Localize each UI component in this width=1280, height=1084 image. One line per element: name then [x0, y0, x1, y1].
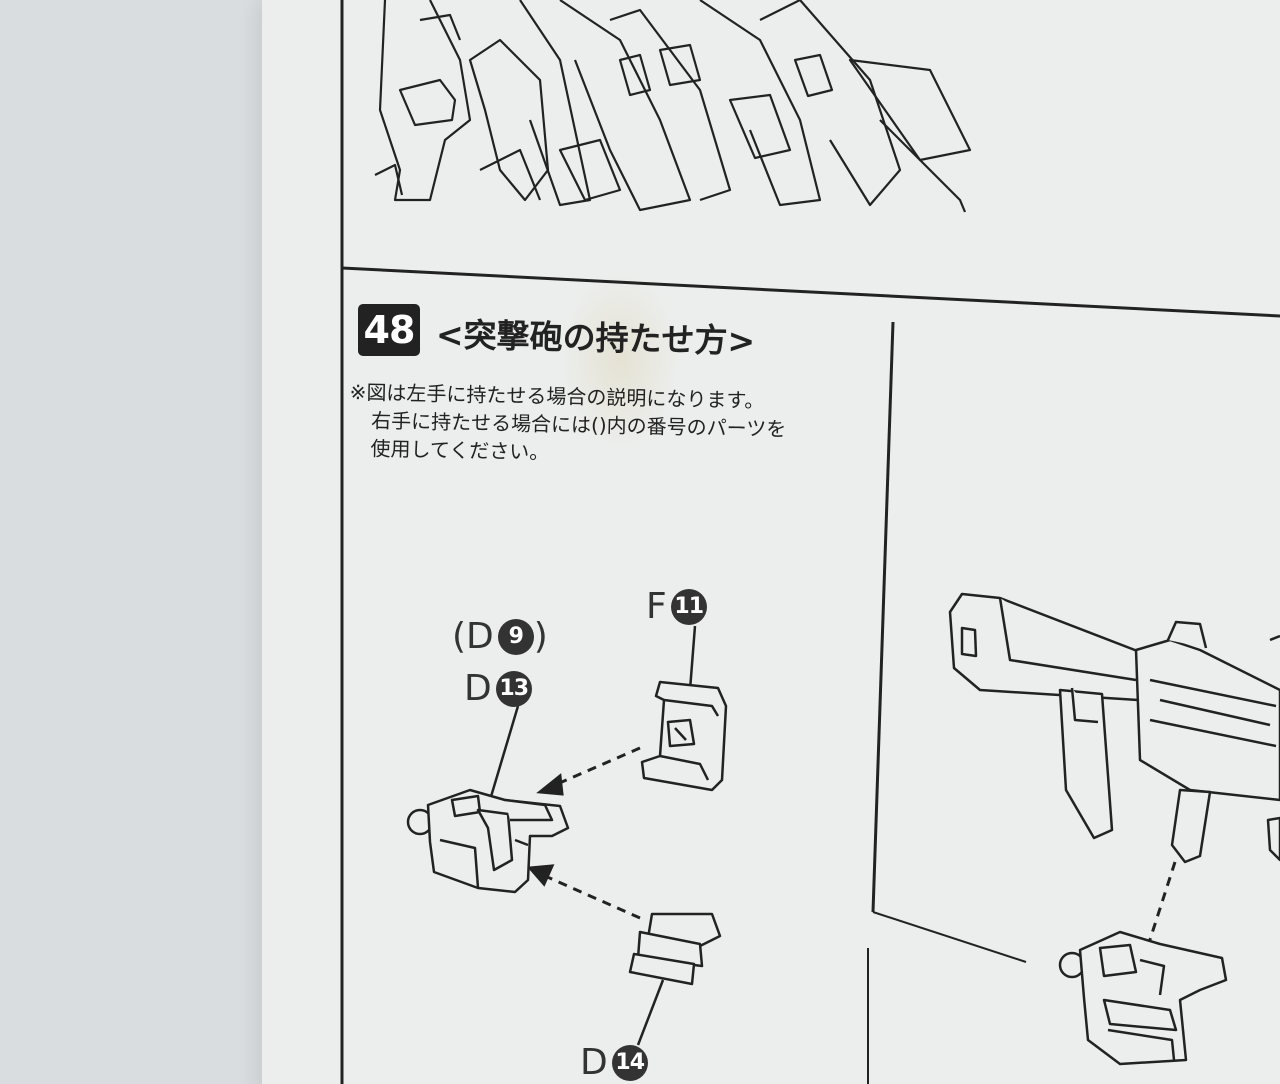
part-d14-fingers	[628, 912, 722, 986]
step-title: <突撃砲の持たせ方>	[435, 315, 756, 361]
callout-line-top	[872, 911, 1027, 963]
part-number-badge: 14	[611, 1044, 648, 1081]
part-label-f11: F 11	[646, 586, 707, 627]
leader-f11	[688, 625, 697, 691]
paren-close: )	[533, 616, 548, 657]
part-label-d14: D 14	[580, 1042, 648, 1083]
part-number-badge: 13	[495, 670, 532, 707]
assault-cannon-drawing	[948, 592, 1280, 864]
part-f11-drawing	[640, 680, 728, 792]
part-label-d13: D 13	[464, 668, 532, 709]
mecha-illustration	[374, 0, 972, 213]
arrow-d14-head	[526, 864, 555, 887]
arrow-f11	[554, 746, 641, 787]
part-letter: F	[646, 586, 667, 627]
arrow-d14	[544, 874, 641, 920]
paren-open: (	[452, 616, 467, 657]
right-hand-drawing	[1058, 930, 1228, 1066]
arrow-gun	[1144, 861, 1177, 953]
part-letter: D	[464, 668, 492, 709]
assembly-arrows	[526, 746, 1177, 965]
instruction-note: ※図は左手に持たせる場合の説明になります。 右手に持たせる場合には()内の番号の…	[348, 378, 787, 471]
part-letter: D	[466, 616, 494, 657]
part-d13-hand	[406, 788, 570, 894]
step-number-badge: 48	[358, 304, 420, 356]
panel-border-mid	[871, 321, 895, 913]
part-number-badge: 9	[497, 618, 534, 655]
leader-d14	[636, 979, 665, 1046]
part-number-badge: 11	[670, 588, 707, 625]
leader-d13	[488, 705, 520, 801]
paper-stain	[560, 270, 680, 450]
panel-divider	[341, 266, 1280, 318]
part-label-d9: ( D 9 )	[452, 616, 548, 657]
arrow-f11-head	[536, 773, 564, 796]
part-letter: D	[580, 1042, 608, 1083]
